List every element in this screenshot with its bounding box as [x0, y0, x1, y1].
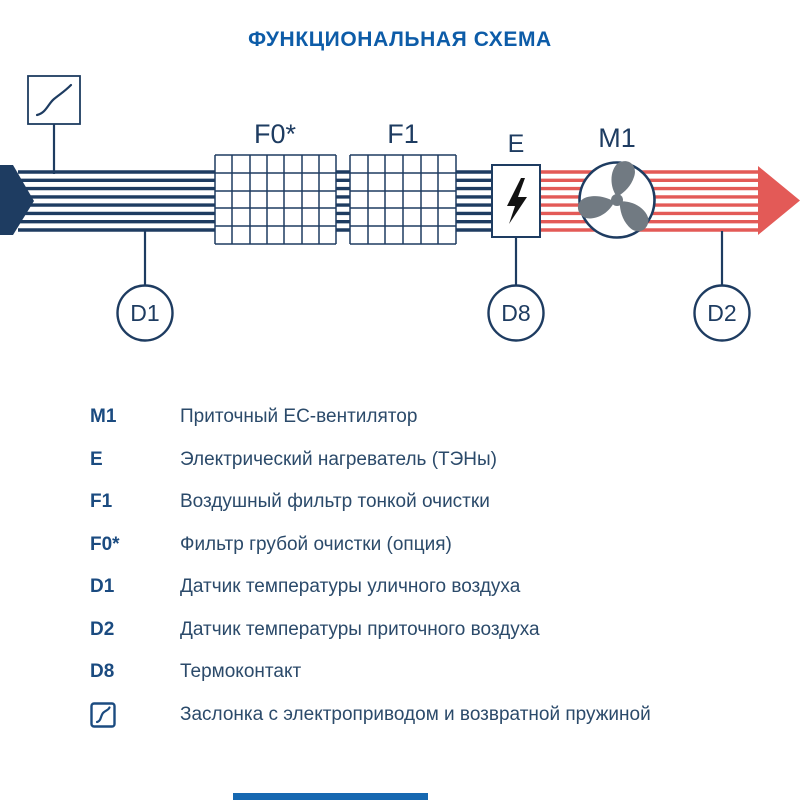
page-title: ФУНКЦИОНАЛЬНАЯ СХЕМА	[248, 28, 552, 51]
inlet-arrow	[0, 165, 34, 235]
filter-f1-grid	[349, 154, 457, 245]
legend-key: D1	[90, 576, 115, 598]
legend-text: Термоконтакт	[180, 661, 302, 683]
legend-key: F1	[90, 491, 113, 513]
legend-text: Датчик температуры приточного воздуха	[180, 618, 540, 640]
legend-key	[90, 702, 180, 728]
legend-text: Фильтр грубой очистки (опция)	[180, 533, 452, 555]
label-f0: F0*	[254, 119, 297, 149]
legend-row-d2: D2 Датчик температуры приточного воздуха	[90, 609, 730, 652]
damper-icon	[27, 75, 81, 125]
legend-row-d1: D1 Датчик температуры уличного воздуха	[90, 566, 730, 609]
legend-key: E	[90, 448, 103, 470]
sensor-d2: D2	[693, 284, 751, 342]
cropped-bottom-element	[233, 793, 428, 800]
legend-row-f0: F0* Фильтр грубой очистки (опция)	[90, 524, 730, 567]
sensor-d1: D1	[116, 284, 174, 342]
lightning-icon	[507, 178, 527, 224]
label-d2: D2	[707, 300, 736, 326]
label-m1: M1	[598, 123, 636, 153]
legend-text: Электрический нагреватель (ТЭНы)	[180, 448, 498, 470]
label-d1: D1	[130, 300, 159, 326]
legend-text: Заслонка с электроприводом и возвратной …	[180, 703, 651, 725]
legend-key: D2	[90, 618, 115, 640]
legend-text: Датчик температуры уличного воздуха	[180, 576, 521, 598]
filter-f0-grid	[214, 154, 337, 245]
sensor-d8: D8	[487, 284, 545, 342]
heater-e-box	[491, 164, 541, 238]
heated-air-stream	[538, 166, 800, 235]
label-e: E	[508, 130, 525, 158]
legend: M1 Приточный EC-вентилятор E Электрическ…	[90, 396, 730, 736]
legend-row-d8: D8 Термоконтакт	[90, 651, 730, 694]
fan-icon	[578, 161, 656, 239]
label-f1: F1	[387, 119, 419, 149]
scheme-diagram: F0* F1 E M1 D1 D8 D2	[0, 75, 800, 342]
legend-row-e: E Электрический нагреватель (ТЭНы)	[90, 439, 730, 482]
label-d8: D8	[501, 300, 530, 326]
legend-row-f1: F1 Воздушный фильтр тонкой очистки	[90, 481, 730, 524]
damper-icon	[90, 702, 116, 728]
legend-key: D8	[90, 661, 115, 683]
legend-key: M1	[90, 406, 117, 428]
legend-key: F0*	[90, 533, 120, 555]
outlet-arrow	[758, 166, 800, 235]
legend-row-m1: M1 Приточный EC-вентилятор	[90, 396, 730, 439]
legend-text: Приточный EC-вентилятор	[180, 406, 418, 428]
legend-text: Воздушный фильтр тонкой очистки	[180, 491, 490, 513]
legend-row-damper: Заслонка с электроприводом и возвратной …	[90, 694, 730, 737]
